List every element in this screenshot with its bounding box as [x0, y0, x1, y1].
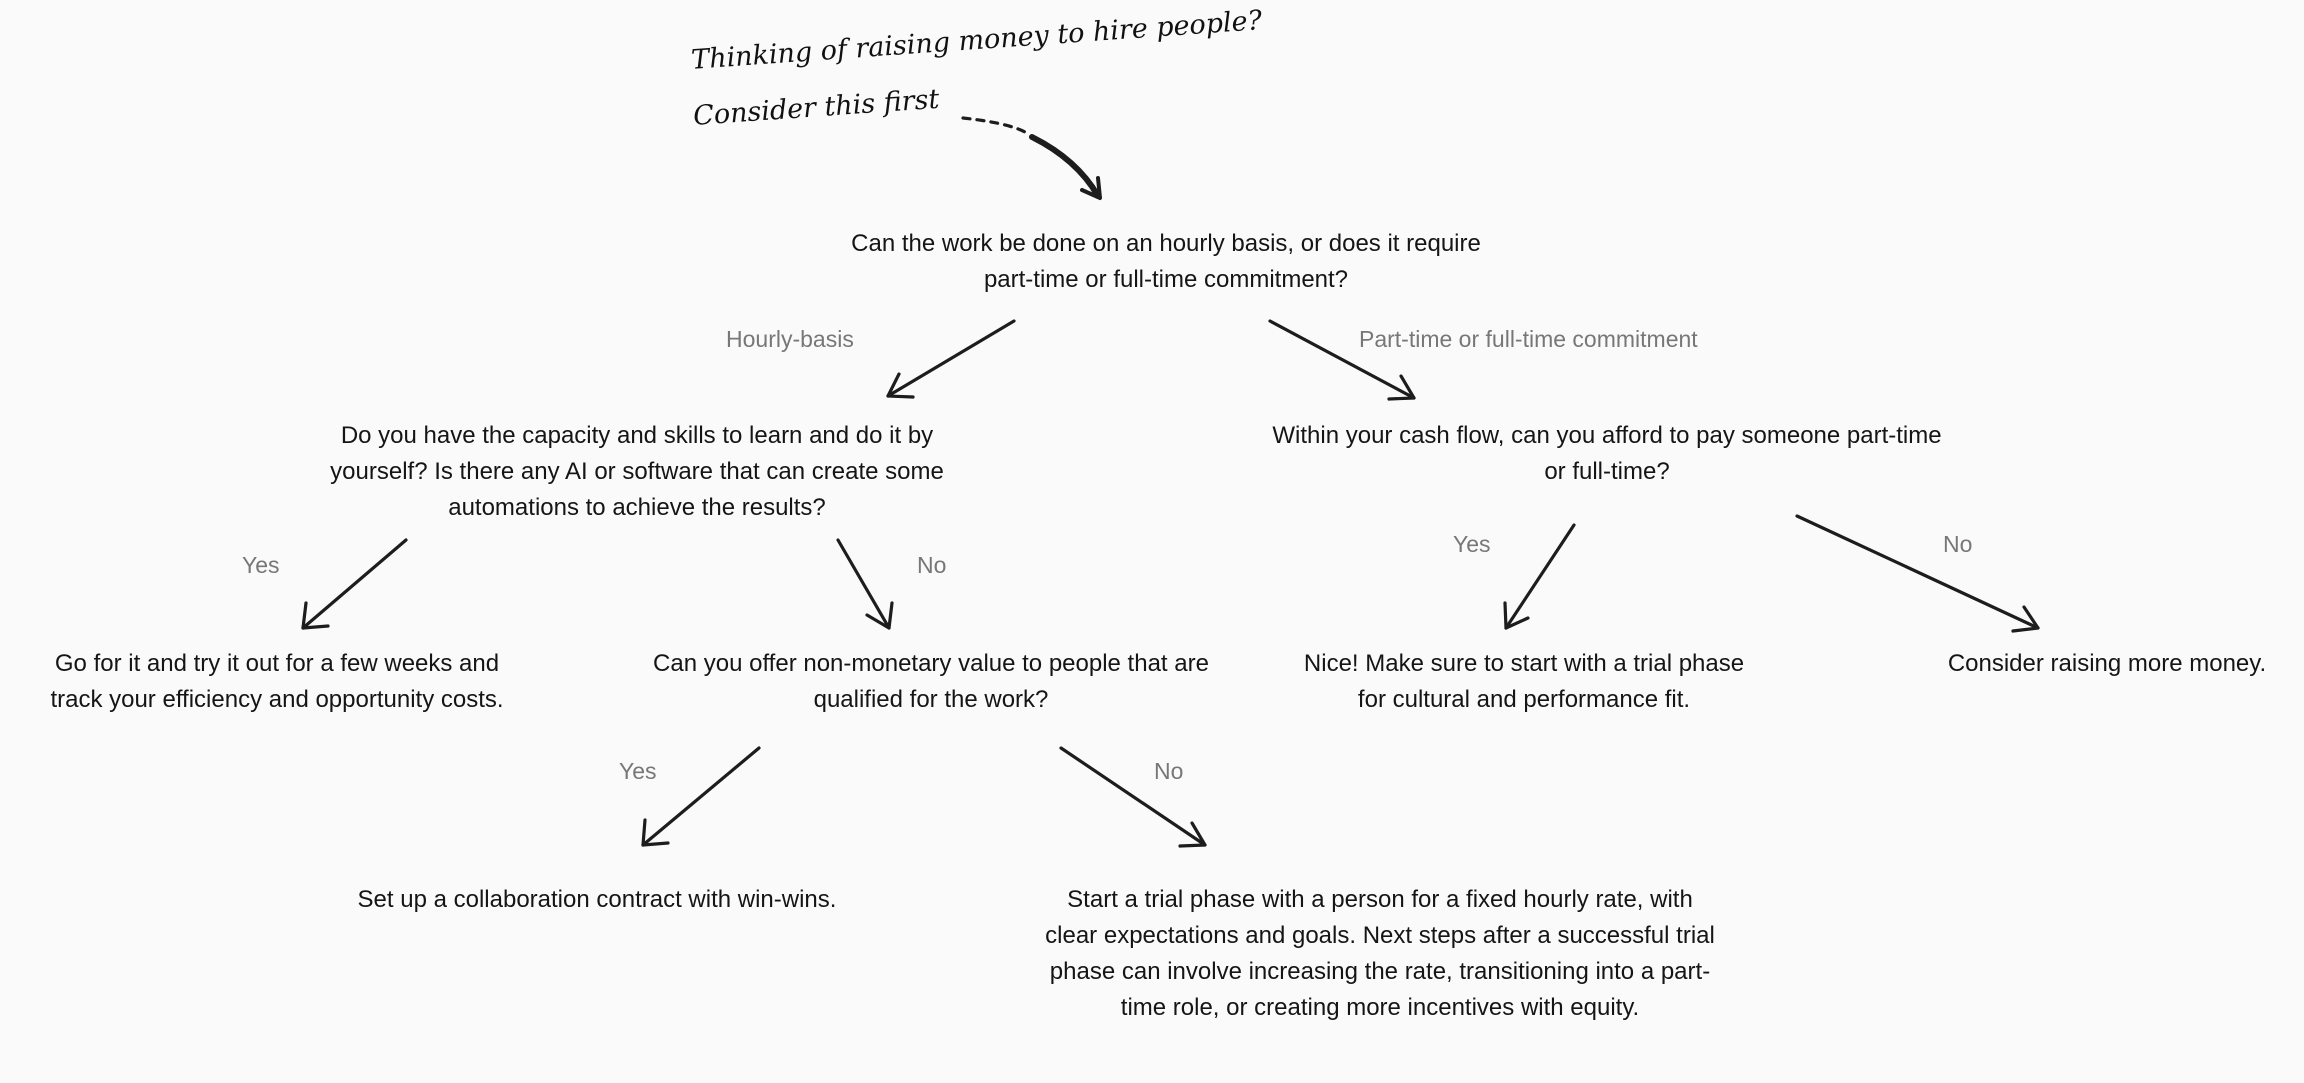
question-hourly-or-commitment: Can the work be done on an hourly basis,…	[851, 230, 1481, 293]
edge-label-cashflow-yes: Yes	[1453, 531, 1491, 557]
answer-consider-raising-money: Consider raising more money.	[1947, 650, 2267, 677]
edge-arrow-hourly	[886, 319, 1016, 399]
edge-arrow-capacity-no	[836, 538, 894, 630]
question-capacity-and-skills: Do you have the capacity and skills to l…	[330, 422, 944, 521]
edge-label-hourly-basis: Hourly-basis	[726, 326, 854, 352]
edge-label-capacity-yes: Yes	[242, 552, 280, 578]
edge-arrow-cashflow-no	[1795, 514, 2040, 633]
answer-trial-phase-hourly-rate: Start a trial phase with a person for a …	[1045, 886, 1715, 1021]
edge-arrow-nonmonetary-no	[1059, 746, 1207, 848]
question-non-monetary-value: Can you offer non-monetary value to peop…	[653, 650, 1209, 713]
edge-label-cashflow-no: No	[1943, 531, 1973, 557]
answer-go-for-it: Go for it and try it out for a few weeks…	[50, 650, 504, 713]
question-cash-flow: Within your cash flow, can you afford to…	[1272, 422, 1942, 485]
edge-arrow-nonmonetary-yes	[641, 746, 761, 847]
answer-collaboration-contract: Set up a collaboration contract with win…	[357, 886, 837, 913]
edge-arrow-part-full-time	[1268, 319, 1416, 401]
note-arrow	[961, 116, 1102, 200]
edge-label-nonmonetary-no: No	[1154, 758, 1184, 784]
edge-label-capacity-no: No	[917, 552, 947, 578]
edge-arrow-capacity-yes	[301, 538, 408, 630]
edge-arrow-cashflow-yes	[1503, 523, 1576, 630]
edge-label-nonmonetary-yes: Yes	[619, 758, 657, 784]
answer-nice-trial-phase: Nice! Make sure to start with a trial ph…	[1303, 650, 1745, 713]
edge-label-part-full-time: Part-time or full-time commitment	[1359, 326, 1698, 352]
